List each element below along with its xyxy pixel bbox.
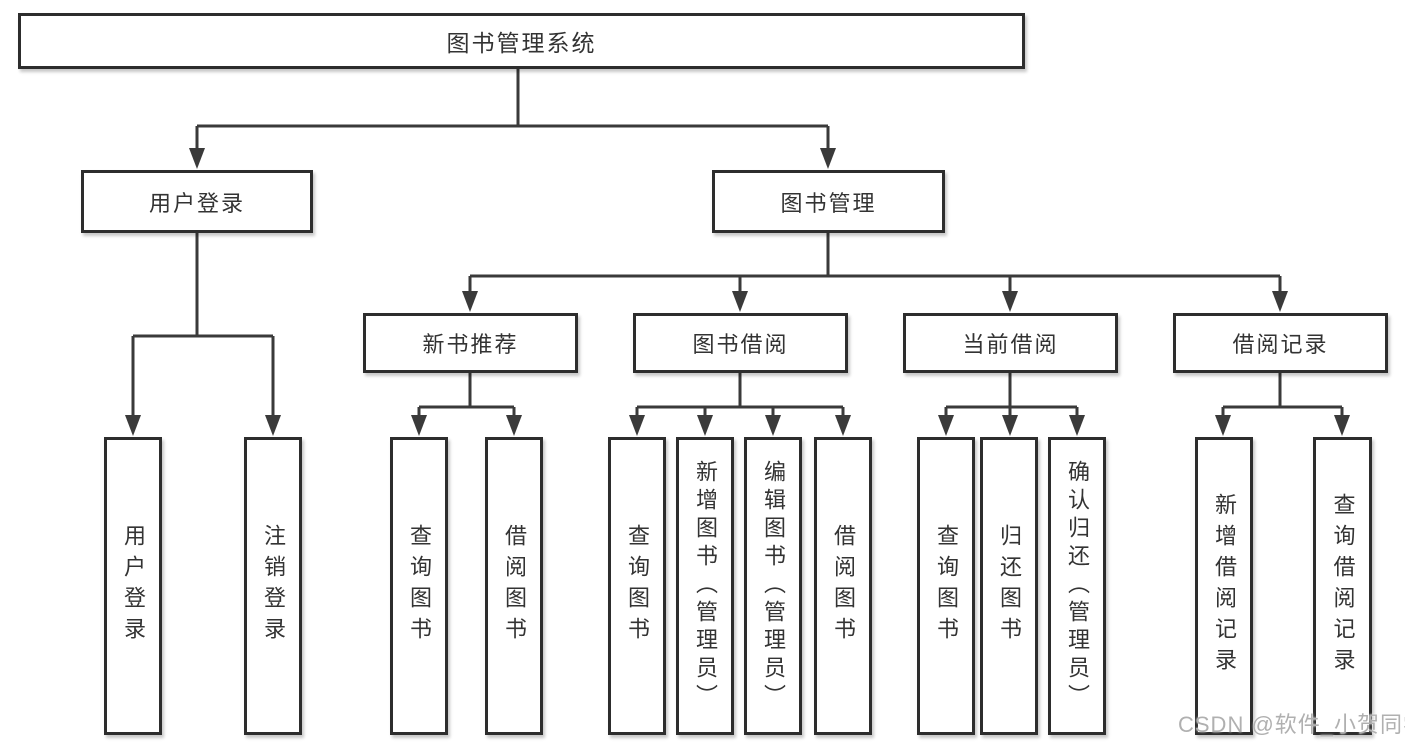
node-label: 新书推荐 xyxy=(422,332,519,357)
node-label: 当前借阅 xyxy=(962,332,1059,357)
node-label: 图书借阅 xyxy=(692,332,789,357)
leaf-query-borrow-record: 查询借阅记录 xyxy=(1313,437,1372,735)
node-label: 用户登录 xyxy=(148,190,245,216)
node-label: 借阅记录 xyxy=(1232,332,1329,357)
node-label: 查询图书 xyxy=(625,524,650,648)
leaf-add-books-admin: 新增图书（管理员） xyxy=(676,437,734,735)
leaf-edit-books-admin: 编辑图书（管理员） xyxy=(744,437,802,735)
node-label: 图书管理系统 xyxy=(446,30,597,56)
node-label: 借阅图书 xyxy=(831,524,856,648)
leaf-query-books-current: 查询图书 xyxy=(917,437,975,735)
connector-current-borrow-to-leaves xyxy=(938,373,1085,436)
node-label: 新增图书（管理员） xyxy=(693,460,718,712)
node-borrow-records: 借阅记录 xyxy=(1173,313,1388,373)
node-book-management: 图书管理 xyxy=(712,170,945,233)
connector-borrow-records-to-leaves xyxy=(1215,373,1350,436)
node-label: 借阅图书 xyxy=(502,524,527,648)
leaf-query-books-recommend: 查询图书 xyxy=(390,437,448,735)
node-label: 注销登录 xyxy=(261,524,286,648)
leaf-confirm-return-admin: 确认归还（管理员） xyxy=(1048,437,1106,735)
connector-root-to-level2 xyxy=(189,69,836,169)
connector-new-book-recommend-to-leaves xyxy=(411,373,522,436)
node-label: 确认归还（管理员） xyxy=(1065,460,1090,712)
node-book-borrow: 图书借阅 xyxy=(633,313,848,373)
node-label: 编辑图书（管理员） xyxy=(761,460,786,712)
leaf-user-login: 用户登录 xyxy=(104,437,162,735)
leaf-borrow-books-recommend: 借阅图书 xyxy=(485,437,543,735)
node-label: 查询图书 xyxy=(407,524,432,648)
node-label: 查询图书 xyxy=(934,524,959,648)
leaf-add-borrow-record: 新增借阅记录 xyxy=(1195,437,1253,735)
node-current-borrow: 当前借阅 xyxy=(903,313,1118,373)
node-new-book-recommend: 新书推荐 xyxy=(363,313,578,373)
node-label: 图书管理 xyxy=(780,190,877,216)
connector-user-login-to-leaves xyxy=(125,233,281,436)
leaf-return-books: 归还图书 xyxy=(980,437,1038,735)
connector-book-management-to-level3 xyxy=(462,233,1288,312)
csdn-watermark: CSDN @软件_小贺同学 xyxy=(1178,712,1405,737)
node-label: 新增借阅记录 xyxy=(1212,493,1237,679)
node-user-login: 用户登录 xyxy=(81,170,313,233)
connector-book-borrow-to-leaves xyxy=(629,373,851,436)
node-label: 用户登录 xyxy=(121,524,146,648)
node-root-library-system: 图书管理系统 xyxy=(18,13,1025,69)
leaf-query-books-borrow: 查询图书 xyxy=(608,437,666,735)
node-label: 查询借阅记录 xyxy=(1330,493,1356,679)
leaf-borrow-books: 借阅图书 xyxy=(814,437,872,735)
leaf-logout: 注销登录 xyxy=(244,437,302,735)
node-label: 归还图书 xyxy=(997,524,1022,648)
